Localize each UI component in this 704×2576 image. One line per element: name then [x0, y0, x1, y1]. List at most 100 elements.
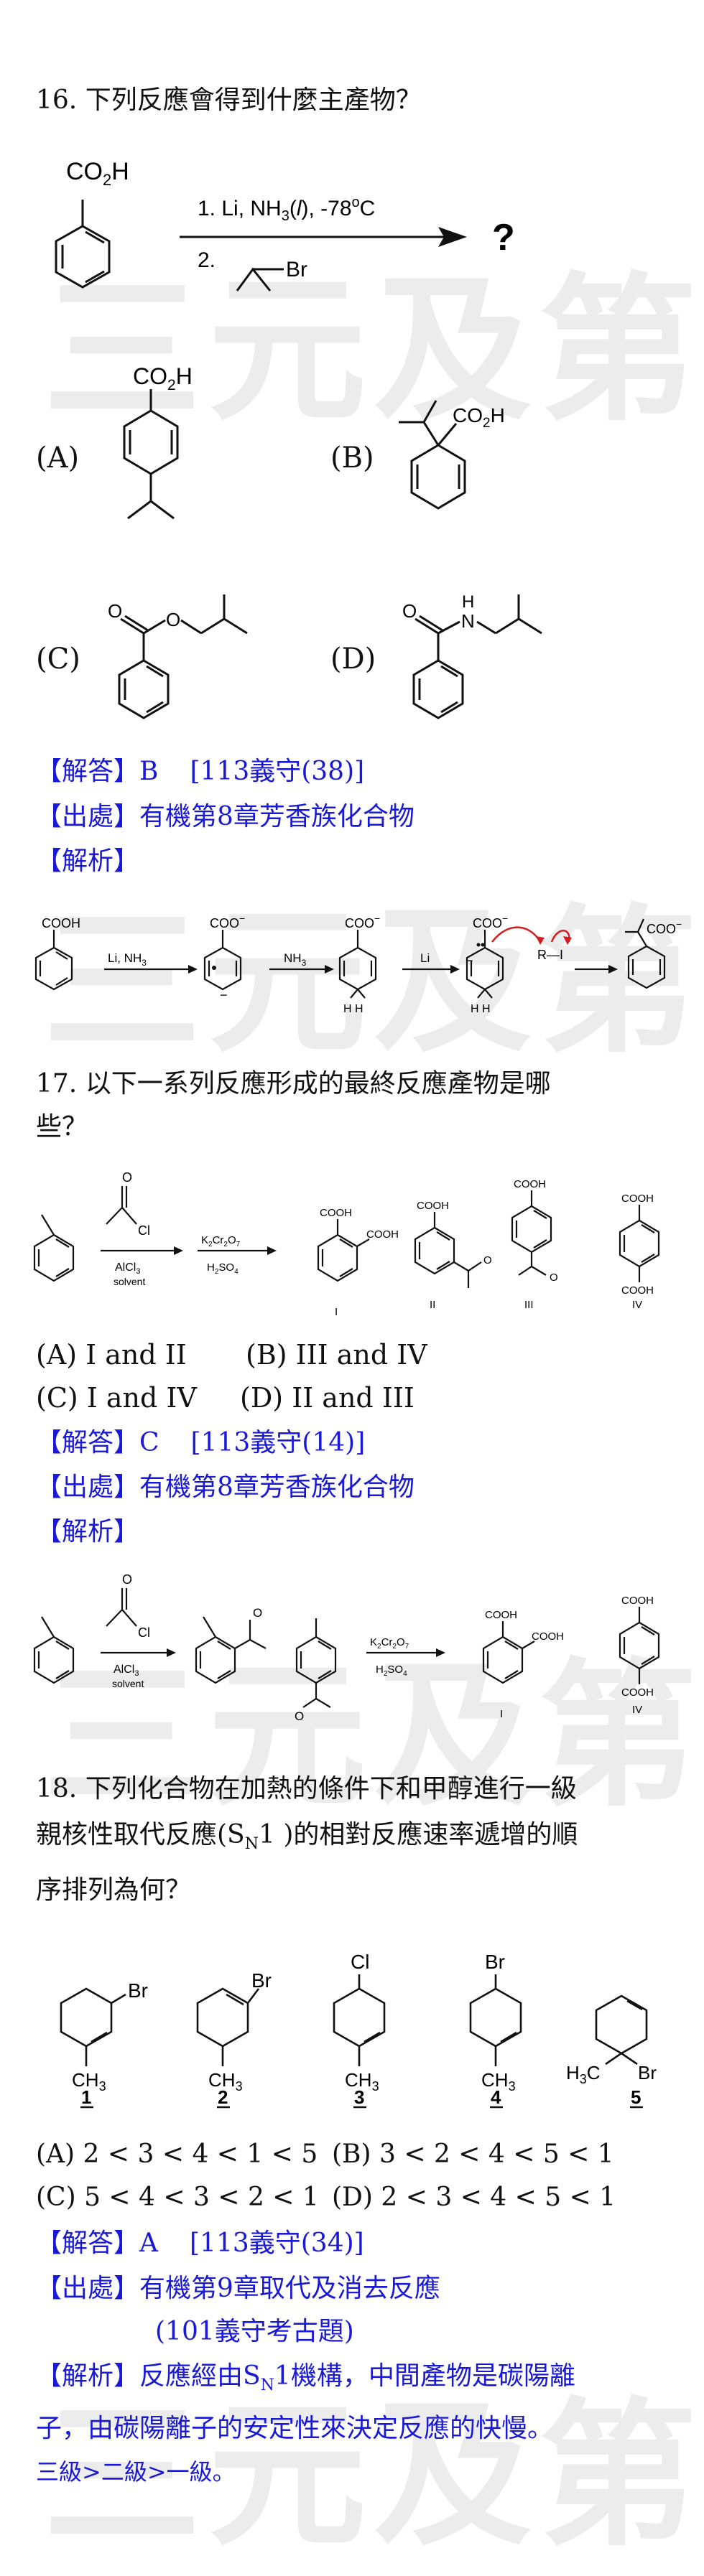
svg-text:O: O [402, 600, 417, 622]
svg-text:O: O [483, 1254, 492, 1266]
svg-text:COOH: COOH [621, 1193, 654, 1205]
svg-text:Cl: Cl [138, 1625, 150, 1640]
svg-text:O: O [166, 609, 180, 630]
q17-option-b[interactable]: (B) III and IV [246, 1339, 427, 1371]
q17-source: 【出處】有機第8章芳香族化合物 [36, 1473, 414, 1502]
svg-text:COOH: COOH [366, 1228, 399, 1241]
svg-text:O: O [122, 1170, 132, 1185]
svg-text:I: I [335, 1306, 338, 1318]
svg-text:NH3: NH3 [284, 951, 307, 968]
q16-analysis-label: 【解析】 [36, 846, 140, 876]
q16-structure-a: CO2H [123, 363, 193, 520]
svg-text:1: 1 [81, 2086, 91, 2108]
svg-text:AlCl3: AlCl3 [114, 1663, 139, 1678]
q16-option-a[interactable]: (A) [36, 442, 80, 475]
q17-option-d[interactable]: (D) II and III [240, 1382, 414, 1414]
svg-text:3: 3 [354, 2086, 364, 2108]
svg-text:K2Cr2O7: K2Cr2O7 [201, 1234, 241, 1249]
q17-answer: 【解答】C[113義守(14)] [36, 1428, 366, 1457]
svg-text:II: II [430, 1299, 435, 1311]
svg-text:COOH: COOH [621, 1686, 654, 1699]
svg-text:2: 2 [218, 2086, 228, 2108]
q18-option-d[interactable]: (D) 2 < 3 < 4 < 5 < 1 [332, 2183, 616, 2212]
svg-text:IV: IV [632, 1299, 642, 1311]
svg-text:CO2H: CO2H [133, 363, 193, 393]
q18-answer: 【解答】A[113義守(34)] [36, 2229, 364, 2258]
q17-question: 17. 以下一系列反應形成的最終反應產物是哪 些？ [36, 1069, 551, 1142]
q16-structure-c: O O [108, 594, 248, 719]
svg-text:N: N [461, 610, 475, 632]
svg-text:O: O [295, 1709, 304, 1723]
svg-text:Br: Br [286, 258, 307, 281]
svg-text:O: O [122, 1572, 132, 1587]
svg-text:COOH: COOH [485, 1609, 517, 1621]
svg-text:CH3: CH3 [345, 2069, 379, 2094]
svg-text:5: 5 [631, 2086, 641, 2108]
svg-text:?: ? [492, 217, 515, 258]
svg-text:O: O [253, 1606, 262, 1620]
svg-text:solvent: solvent [112, 1678, 144, 1689]
q16-option-c[interactable]: (C) [36, 643, 80, 676]
svg-text:CO2H: CO2H [66, 158, 129, 189]
q16-option-d[interactable]: (D) [330, 643, 376, 676]
svg-text:H3C: H3C [566, 2062, 601, 2086]
svg-text:COOH: COOH [320, 1207, 352, 1219]
svg-text:Cl: Cl [351, 1953, 369, 1973]
svg-text:AlCl3: AlCl3 [115, 1261, 140, 1276]
svg-text:CH3: CH3 [481, 2069, 516, 2094]
svg-text:H2SO4: H2SO4 [207, 1261, 238, 1276]
svg-text:COO−: COO− [210, 913, 245, 930]
svg-text:Br: Br [638, 2062, 657, 2083]
watermark: 三元及第 [43, 1644, 704, 1828]
svg-text:COO−: COO− [345, 913, 380, 930]
svg-text:K2Cr2O7: K2Cr2O7 [370, 1636, 409, 1651]
svg-text:I: I [500, 1708, 503, 1720]
q16-structure-d: O N H [402, 592, 542, 719]
svg-text:COOH: COOH [621, 1284, 654, 1297]
q18-analysis: 【解析】反應經由SN1機構，中間產物是碳陽離 子，由碳陽離子的安定性來決定反應的… [36, 2361, 575, 2486]
svg-text:R—I: R—I [537, 948, 563, 962]
q16-question: 16. 下列反應會得到什麼主產物？ [36, 85, 422, 115]
q17-mechanism: O Cl AlCl3 solvent O O K2Cr2O7 H2SO4 COO… [33, 1572, 660, 1723]
q18-question: 18. 下列化合物在加熱的條件下和甲醇進行一級 親核性取代反應(SN1 )的相對… [36, 1774, 578, 1905]
svg-text:O: O [108, 600, 122, 622]
svg-text:Li, NH3: Li, NH3 [108, 951, 147, 968]
svg-text:solvent: solvent [114, 1276, 145, 1287]
svg-text:CH3: CH3 [208, 2069, 243, 2094]
svg-text:−: − [220, 988, 228, 1002]
q18-option-b[interactable]: (B) 3 < 2 < 4 < 5 < 1 [332, 2139, 614, 2169]
q18-source-2: (101義守考古題) [155, 2317, 354, 2346]
q18-source: 【出處】有機第9章取代及消去反應 [36, 2274, 440, 2303]
q18-compounds: Br CH3 Br CH3 Cl CH3 Br CH3 H3C Br 1 2 3… [60, 1953, 657, 2109]
svg-text:Br: Br [485, 1953, 505, 1973]
svg-text:IV: IV [632, 1704, 642, 1716]
q16-mechanism: COOH COO− COO− COO− COO− Li, NH3 NH3 Li … [34, 913, 682, 1015]
svg-text:H: H [462, 592, 474, 612]
svg-text:COOH: COOH [417, 1200, 449, 1212]
q17-analysis-label: 【解析】 [36, 1517, 140, 1546]
svg-text:CO2H: CO2H [453, 404, 505, 431]
q18-option-c[interactable]: (C) 5 < 4 < 3 < 2 < 1 [36, 2183, 319, 2212]
svg-text:4: 4 [491, 2086, 501, 2108]
svg-text:Br: Br [251, 1969, 272, 1992]
q16-reaction-scheme: CO2H 1. Li, NH3(l), -78oC 2. Br ? [55, 158, 515, 291]
q17-option-a[interactable]: (A) I and II [36, 1339, 187, 1371]
svg-text:Li: Li [420, 951, 430, 965]
q16-structure-b: CO2H [399, 400, 505, 510]
svg-text:1. Li, NH3(l), -78oC: 1. Li, NH3(l), -78oC [198, 195, 375, 224]
q17-reaction-scheme: O Cl AlCl3 solvent K2Cr2O7 H2SO4 COOH CO… [33, 1170, 660, 1318]
svg-text:O: O [550, 1271, 558, 1284]
svg-text:COOH: COOH [42, 916, 80, 930]
q17-option-c[interactable]: (C) I and IV [36, 1382, 197, 1414]
svg-text:Br: Br [128, 1979, 148, 2002]
svg-text:CH3: CH3 [72, 2069, 106, 2094]
svg-text:COOH: COOH [532, 1630, 564, 1643]
svg-text:−: − [466, 953, 473, 968]
svg-text:COOH: COOH [514, 1178, 546, 1190]
svg-text:H2SO4: H2SO4 [376, 1663, 407, 1678]
svg-text:Cl: Cl [138, 1223, 150, 1238]
q16-option-b[interactable]: (B) [330, 442, 374, 475]
q18-option-a[interactable]: (A) 2 < 3 < 4 < 1 < 5 [36, 2139, 318, 2169]
svg-text:III: III [524, 1299, 534, 1311]
svg-text:COOH: COOH [621, 1595, 654, 1607]
